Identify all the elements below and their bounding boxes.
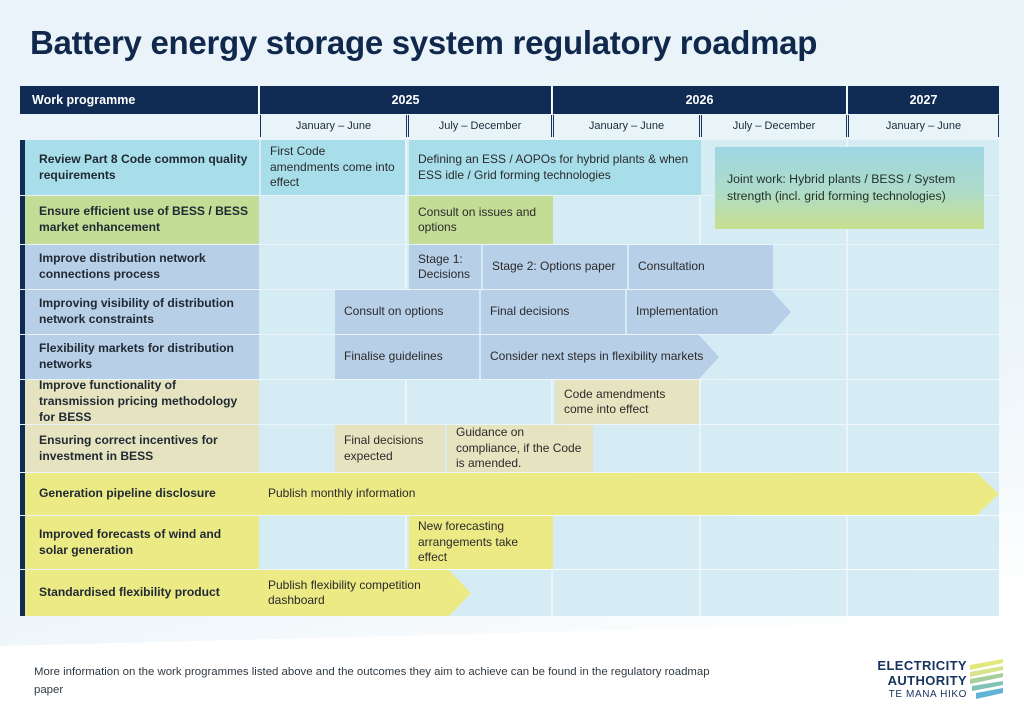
row-bar: Guidance on compliance, if the Code is a… — [447, 425, 593, 472]
logo-line-1: ELECTRICITY — [877, 658, 967, 673]
header-year-2026: 2026 — [553, 86, 847, 114]
table-row: Improving visibility of distribution net… — [20, 290, 999, 334]
row-track: Final decisions expected Guidance on com… — [259, 425, 999, 472]
joint-work-box: Joint work: Hybrid plants / BESS / Syste… — [715, 147, 984, 229]
logo-line-2: AUTHORITY — [887, 673, 967, 688]
row-bar: Consultation — [629, 245, 773, 289]
row-label: Review Part 8 Code common quality requir… — [20, 140, 259, 195]
footer-note: More information on the work programmes … — [34, 666, 710, 696]
row-track: Stage 1: Decisions Stage 2: Options pape… — [259, 245, 999, 289]
row-track: Code amendments come into effect — [259, 380, 999, 424]
header-year-2025: 2025 — [260, 86, 552, 114]
row-label: Improved forecasts of wind and solar gen… — [20, 516, 259, 569]
row-bar: Final decisions expected — [335, 425, 445, 472]
header-half-2026-h1: January – June — [553, 115, 700, 137]
row-bar: Publish monthly information — [259, 473, 999, 515]
row-bar: Defining an ESS / AOPOs for hybrid plant… — [409, 140, 701, 195]
table-row: Improve distribution network connections… — [20, 245, 999, 289]
table-row: Ensuring correct incentives for investme… — [20, 425, 999, 472]
row-bar: Consider next steps in flexibility marke… — [481, 335, 719, 379]
row-label: Ensure efficient use of BESS / BESS mark… — [20, 196, 259, 244]
row-track: Publish flexibility competition dashboar… — [259, 570, 999, 616]
table-row: Flexibility markets for distribution net… — [20, 335, 999, 379]
row-bar: Publish flexibility competition dashboar… — [259, 570, 471, 616]
row-label: Ensuring correct incentives for investme… — [20, 425, 259, 472]
header-half-2025-h1: January – June — [260, 115, 407, 137]
table-row: Standardised flexibility product Publish… — [20, 570, 999, 616]
row-label: Flexibility markets for distribution net… — [20, 335, 259, 379]
row-bar: Consult on options — [335, 290, 479, 334]
row-label: Standardised flexibility product — [20, 570, 259, 616]
page-title: Battery energy storage system regulatory… — [30, 24, 818, 61]
header-half-2027-h1: January – June — [848, 115, 999, 137]
row-bar: Finalise guidelines — [335, 335, 479, 379]
row-label: Improve distribution network connections… — [20, 245, 259, 289]
row-bar: First Code amendments come into effect — [261, 140, 405, 195]
table-row: Generation pipeline disclosure Publish m… — [20, 473, 999, 515]
logo-line-3: TE MANA HIKO — [888, 689, 967, 700]
row-label: Improve functionality of transmission pr… — [20, 378, 259, 424]
row-bar: Stage 2: Options paper — [483, 245, 627, 289]
row-label: Generation pipeline disclosure — [20, 473, 259, 515]
electricity-authority-logo: ELECTRICITY AUTHORITY TE MANA HIKO — [873, 658, 1003, 706]
row-bar: Implementation — [627, 290, 791, 334]
header-year-2027: 2027 — [848, 86, 999, 114]
roadmap-grid: Work programme 2025 2026 2027 January – … — [20, 86, 999, 626]
row-track: New forecasting arrangements take effect — [259, 516, 999, 569]
row-bar: Stage 1: Decisions — [409, 245, 481, 289]
row-bar: Final decisions — [481, 290, 625, 334]
table-row: Improve functionality of transmission pr… — [20, 378, 999, 424]
row-bar: Consult on issues and options — [409, 196, 553, 244]
row-track: Consult on options Final decisions Imple… — [259, 290, 999, 334]
header-work-programme: Work programme — [20, 86, 259, 114]
row-bar: Code amendments come into effect — [555, 380, 699, 424]
logo-rays-icon — [970, 659, 1003, 699]
header-half-2026-h2: July – December — [701, 115, 847, 137]
row-track: Publish monthly information — [259, 473, 999, 515]
row-track: Finalise guidelines Consider next steps … — [259, 335, 999, 379]
row-bar: New forecasting arrangements take effect — [409, 516, 553, 569]
table-row: Improved forecasts of wind and solar gen… — [20, 516, 999, 569]
row-label: Improving visibility of distribution net… — [20, 290, 259, 334]
header-half-2025-h2: July – December — [408, 115, 552, 137]
